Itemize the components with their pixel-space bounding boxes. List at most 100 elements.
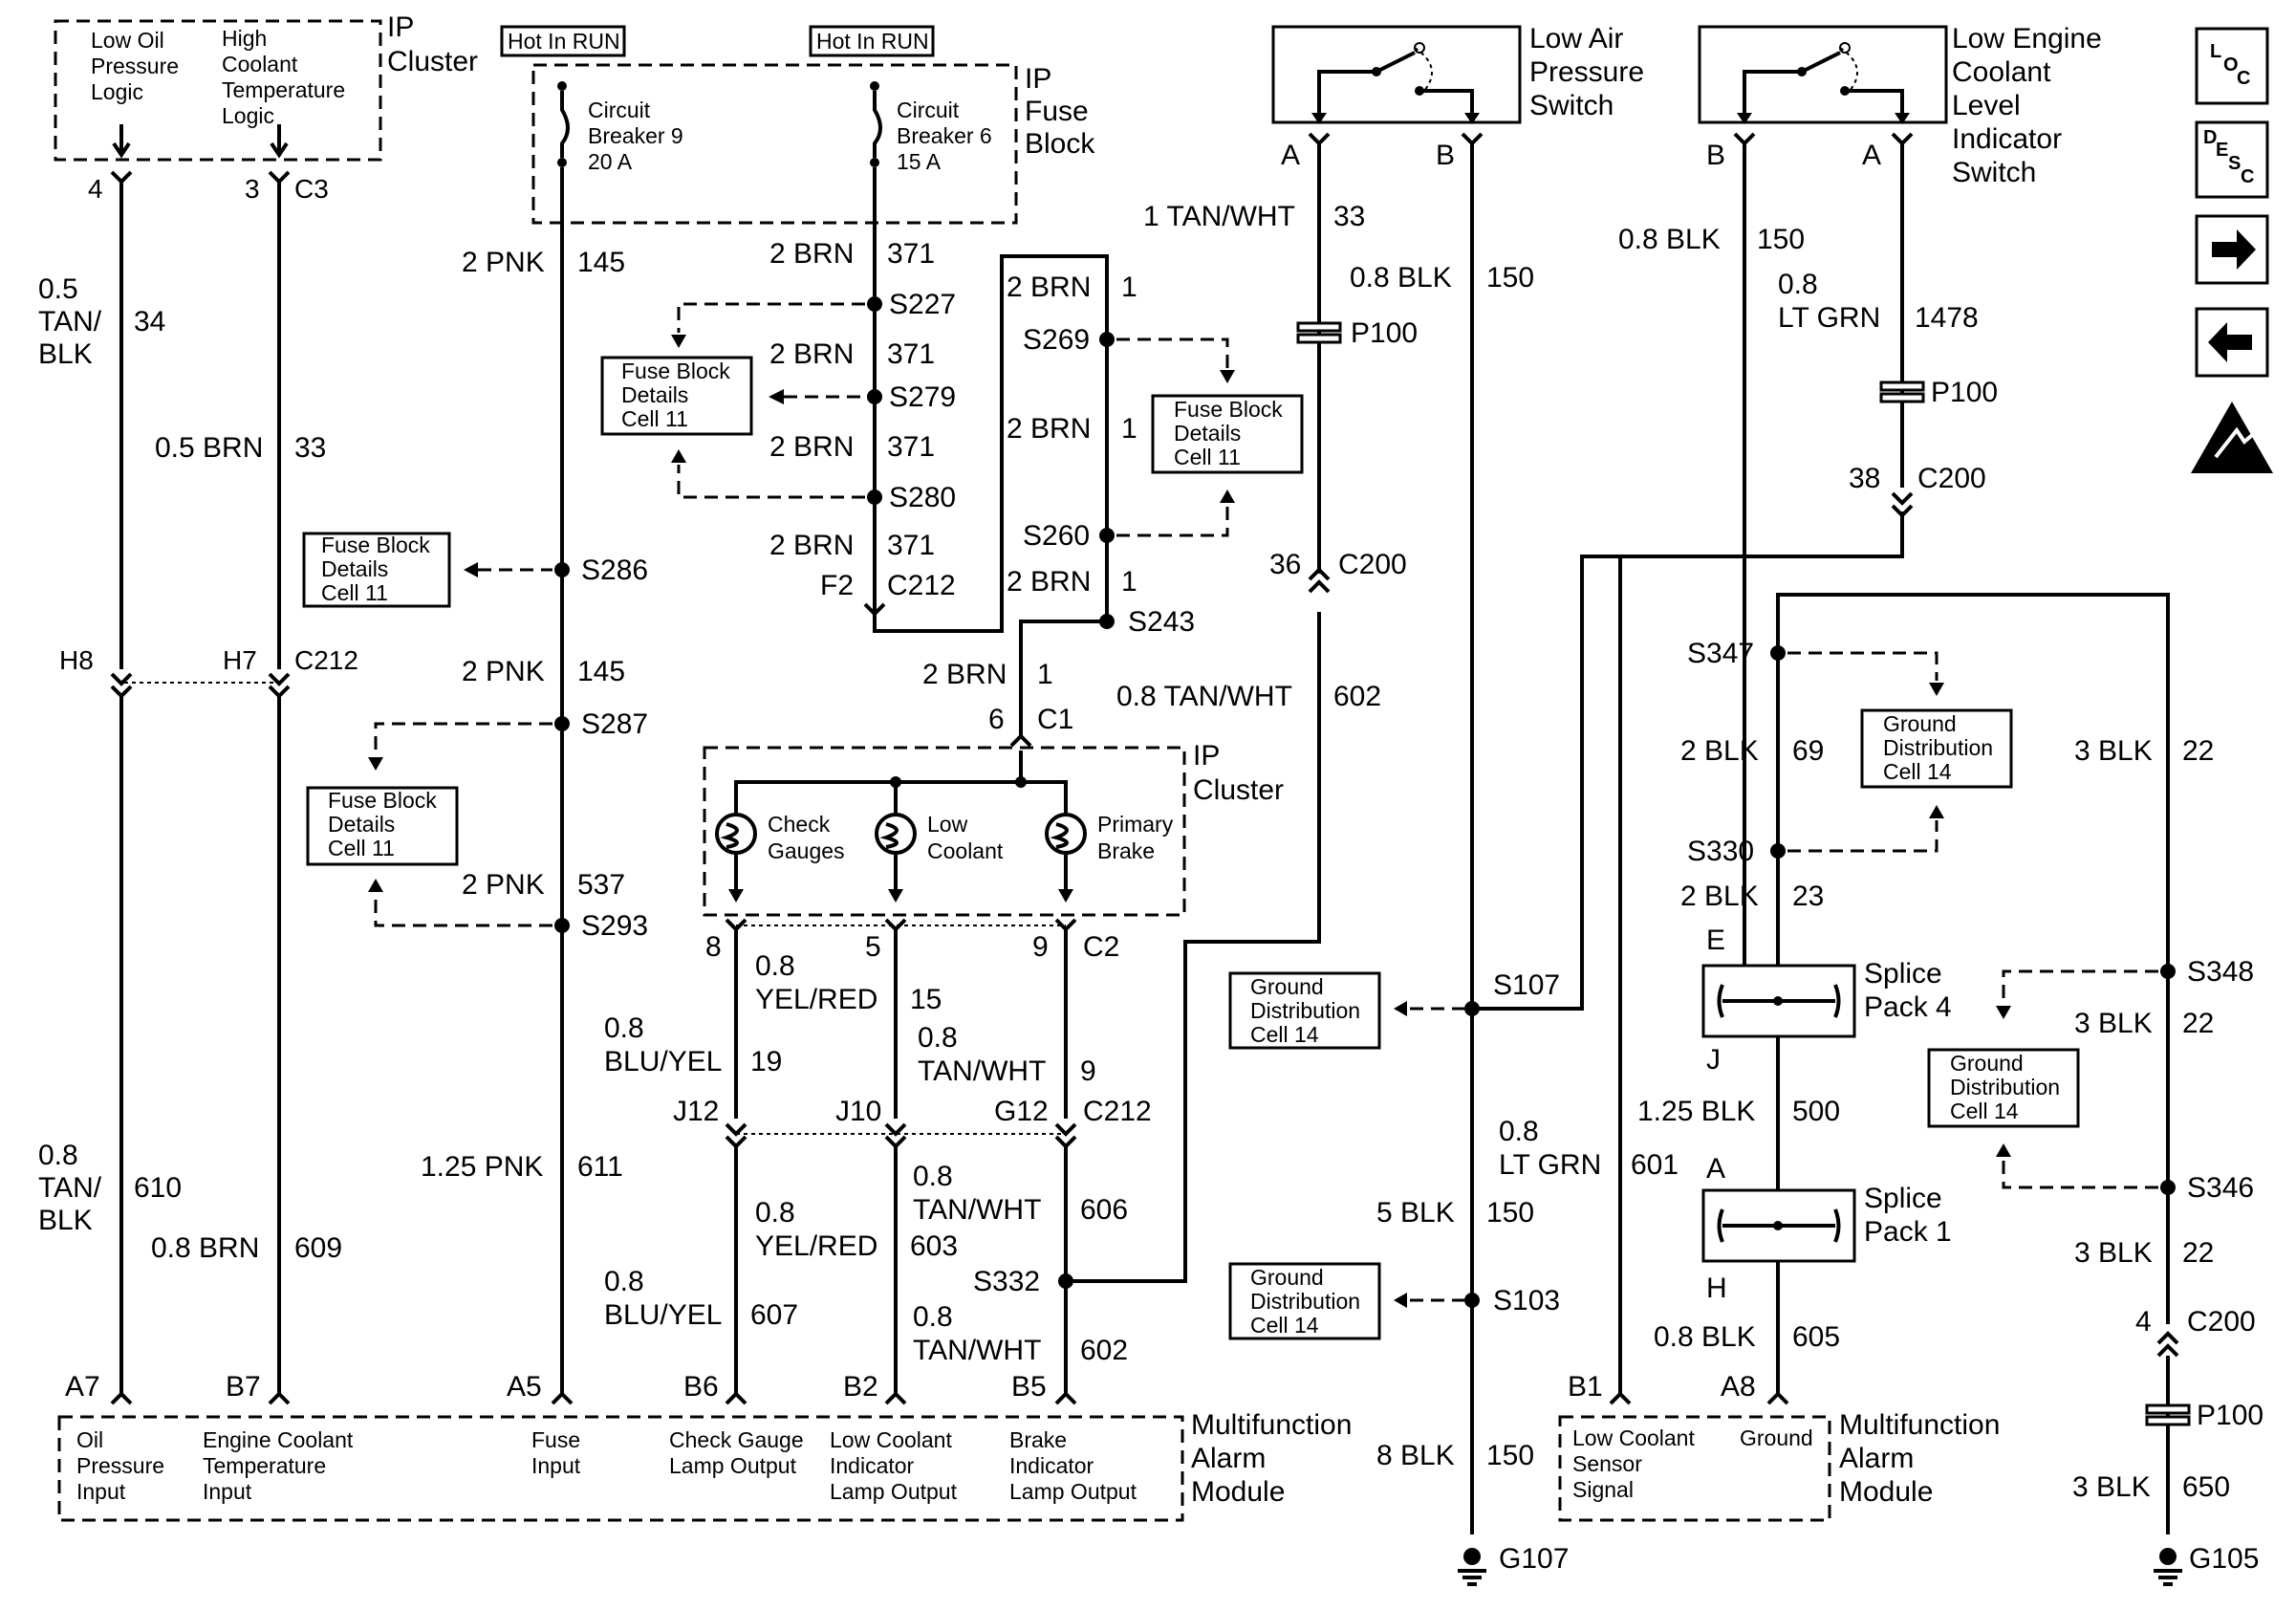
label: Gauges: [768, 838, 845, 863]
connector-pin: J12: [673, 1096, 719, 1127]
pin-label: B: [1706, 140, 1725, 171]
circuit-number: 1: [1121, 413, 1137, 445]
wire-coolant-temp: 0.5 BRN 33 H7 C212 0.8 BRN 609: [124, 170, 358, 1405]
ref-label: Details: [321, 556, 388, 581]
splice-label: S346: [2187, 1172, 2254, 1204]
circuit-number: 22: [2182, 1237, 2214, 1269]
wire-label: 0.8: [1499, 1116, 1539, 1147]
wire-blk-150-trunk: 0.8 BLK 150 S107 0.8 LT GRN 601 5 BLK 15…: [1350, 143, 1904, 1586]
location-icon[interactable]: L O C: [2195, 27, 2269, 105]
icon-glyph: S: [2228, 153, 2241, 174]
description-icon[interactable]: D E S C: [2195, 120, 2269, 199]
wire-label: 0.5: [38, 273, 78, 305]
pin-label: A5: [507, 1371, 542, 1403]
switch-box: [1698, 25, 1948, 124]
next-arrow-icon[interactable]: [2195, 214, 2269, 285]
ground-bus-right: S347 2 BLK 69 S330 2 BLK 23 E J 1.25 BLK…: [1637, 593, 2264, 1586]
icon-glyph: C: [2241, 166, 2254, 187]
wire-label: 0.8: [1778, 269, 1818, 300]
ref-label: Details: [1174, 421, 1241, 446]
circuit-number: 601: [1631, 1149, 1679, 1181]
label: Level: [1952, 90, 2021, 121]
splice-dot: [554, 562, 570, 577]
label: Logic: [91, 79, 143, 104]
connector-label: P100: [1351, 317, 1418, 349]
fuse-details-s286[interactable]: Fuse Block Details Cell 11: [302, 532, 552, 608]
ground-dist-s347-s330[interactable]: Ground Distribution Cell 14: [1787, 651, 2013, 853]
circuit-number: 609: [294, 1232, 342, 1264]
label: 15 A: [897, 149, 942, 174]
ground-dist-s107[interactable]: Ground Distribution Cell 14: [1228, 971, 1464, 1050]
wires-lamp-outputs: 8 5 9 C2 0.8 YEL/RED 15 0.8 BLU/YEL 19 0…: [604, 918, 1152, 1405]
fuse-details-s279[interactable]: Fuse Block Details Cell 11: [600, 302, 865, 499]
circuit-number: 69: [1792, 735, 1824, 767]
ref-label: Fuse Block: [621, 359, 730, 383]
wire-label: 0.5 BRN: [155, 432, 263, 464]
label: Breaker 9: [588, 123, 683, 148]
label: Signal: [1572, 1477, 1634, 1502]
ground-dist-s348-s346[interactable]: Ground Distribution Cell 14: [1927, 969, 2158, 1189]
low-air-pressure-switch: Low Air Pressure Switch A B: [1271, 23, 1644, 171]
label: Pressure: [1529, 56, 1644, 88]
connector-pin: H8: [59, 645, 94, 675]
fuse-details-s269[interactable]: Fuse Block Details Cell 11: [1116, 337, 1304, 537]
label: Module: [1191, 1476, 1285, 1508]
label: Input: [531, 1453, 581, 1478]
ref-label: Ground: [1883, 711, 1957, 736]
label: Coolant: [222, 52, 298, 76]
label: Low Oil: [91, 28, 164, 53]
label: Check Gauge: [669, 1427, 804, 1452]
wire-label: 3 BLK: [2074, 735, 2153, 767]
label: High: [222, 26, 267, 51]
wire-label: 3 BLK: [2074, 1237, 2153, 1269]
wire-blk-150-coolant: 0.8 BLK 150: [1618, 143, 1805, 1009]
previous-arrow-icon[interactable]: [2195, 307, 2269, 378]
label: Switch: [1529, 90, 1614, 121]
label: Lamp Output: [669, 1453, 797, 1478]
fuse-details-s287-s293[interactable]: Fuse Block Details Cell 11: [306, 722, 552, 927]
ref-label: Distribution: [1883, 735, 1993, 760]
icon-glyph: E: [2216, 140, 2228, 161]
ref-label: Cell 11: [328, 836, 395, 860]
label: Sensor: [1572, 1451, 1642, 1476]
pin-label: A: [1706, 1153, 1725, 1185]
label: IP: [387, 11, 414, 43]
connector-pin: 5: [865, 931, 881, 963]
wire-label: 1.25 PNK: [421, 1151, 543, 1183]
pin-label: A: [1281, 140, 1300, 171]
label: Coolant: [927, 838, 1004, 863]
label: Alarm: [1191, 1443, 1266, 1474]
ground-label: G105: [2189, 1543, 2259, 1575]
ip-cluster-box: [703, 746, 1186, 917]
ground-dist-s103[interactable]: Ground Distribution Cell 14: [1228, 1262, 1464, 1340]
wire-label: 0.8: [755, 950, 795, 982]
circuit-number: 1478: [1915, 302, 1979, 334]
circuit-number: 603: [910, 1230, 958, 1262]
splice-label: S103: [1493, 1285, 1560, 1316]
splice-label: S280: [889, 482, 956, 513]
label: IP: [1025, 63, 1051, 95]
splice-label: S269: [1023, 324, 1090, 356]
splice-label: S330: [1687, 836, 1754, 867]
label: Block: [1025, 128, 1095, 160]
label: Engine Coolant: [203, 1427, 354, 1452]
label: Temperature: [203, 1453, 326, 1478]
label: Hot In RUN: [816, 29, 929, 54]
splice-label: S286: [581, 555, 648, 586]
wire-label: TAN/: [38, 306, 102, 337]
ref-label: Ground: [1250, 1265, 1324, 1290]
ref-label: Distribution: [1250, 998, 1360, 1023]
circuit-number: 1: [1121, 272, 1137, 303]
icon-glyph: D: [2203, 127, 2217, 148]
wire-lt-grn-1478: 0.8 LT GRN 1478 P100 38 C200: [1778, 143, 1998, 518]
wire-label: YEL/RED: [755, 1230, 877, 1262]
label: Splice: [1864, 958, 1942, 990]
label: Indicator: [830, 1453, 915, 1478]
circuit-number: 15: [910, 984, 942, 1015]
wire-label: LT GRN: [1499, 1149, 1601, 1181]
pin-label: E: [1706, 925, 1725, 956]
circuit-number: 1: [1121, 566, 1137, 598]
circuit-number: 9: [1080, 1055, 1096, 1087]
label: Hot In RUN: [508, 29, 620, 54]
